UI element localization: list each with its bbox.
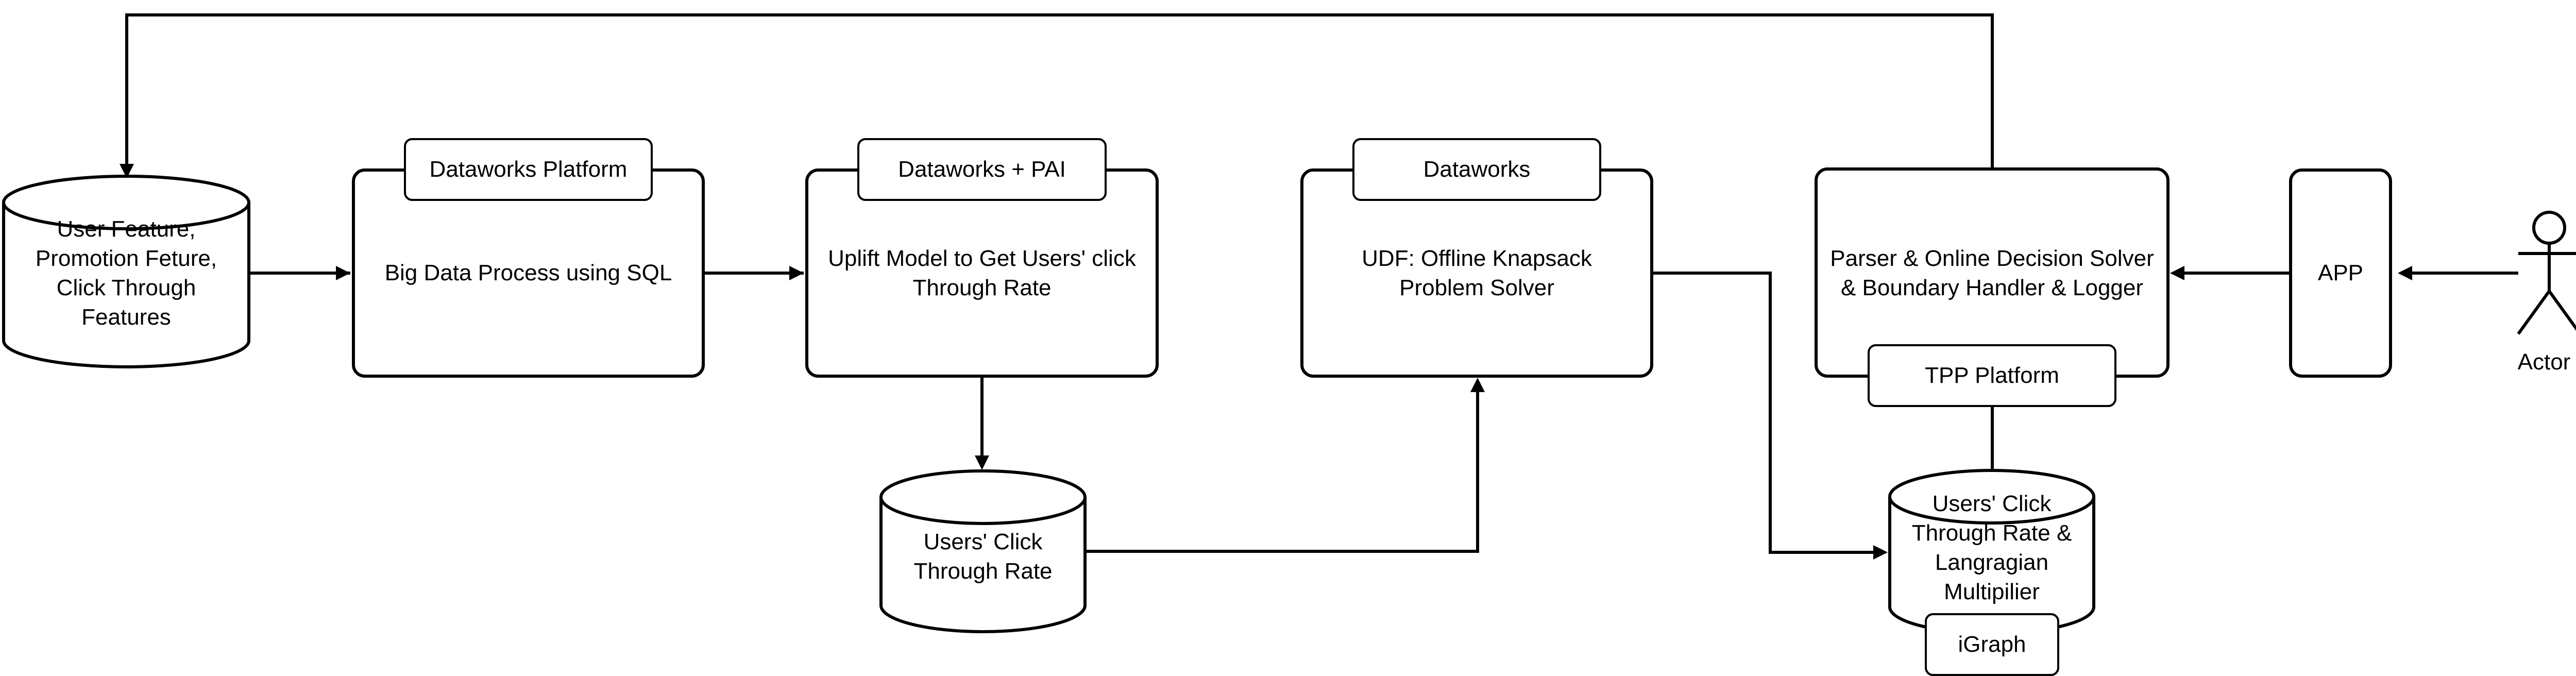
edge-knapsack-to-ctr-multiplier-db bbox=[1652, 272, 1885, 554]
actor-label: Actor bbox=[2517, 349, 2571, 375]
igraph-tag bbox=[1925, 613, 2059, 676]
edge-feedback-loop bbox=[124, 13, 1994, 178]
ctr-database bbox=[879, 469, 1087, 633]
actor-figure bbox=[2517, 211, 2576, 335]
tpp-platform-tag bbox=[1868, 344, 2116, 407]
user-features-database bbox=[2, 175, 250, 368]
app-box bbox=[2289, 168, 2392, 378]
uplift-model-label: Uplift Model to Get Users' click Through… bbox=[828, 245, 1136, 300]
knapsack-solver-label: UDF: Offline Knapsack Problem Solver bbox=[1362, 245, 1592, 300]
dataworks-label: Dataworks bbox=[1423, 157, 1531, 182]
dataworks-tag bbox=[1352, 138, 1601, 201]
dataworks-platform-label: Dataworks Platform bbox=[429, 157, 628, 182]
dataworks-platform-tag bbox=[404, 138, 653, 201]
ctr-multiplier-database bbox=[1888, 469, 2095, 635]
decision-solver-label: Parser & Online Decision Solver & Bounda… bbox=[1830, 245, 2154, 300]
dataworks-pai-label: Dataworks + PAI bbox=[898, 157, 1066, 182]
igraph-label: iGraph bbox=[1958, 632, 2026, 657]
user-features-label: User Feature, Promotion Feture, Click Th… bbox=[35, 216, 217, 330]
ctr-db-label: Users' Click Through Rate bbox=[913, 529, 1053, 584]
dataworks-pai-tag bbox=[857, 138, 1107, 201]
tpp-platform-label: TPP Platform bbox=[1925, 363, 2059, 388]
ctr-multiplier-label: Users' Click Through Rate & Langragian M… bbox=[1911, 491, 2072, 605]
app-label: APP bbox=[2317, 260, 2364, 286]
edge-ctr-db-to-knapsack bbox=[1086, 381, 1479, 553]
big-data-process-label: Big Data Process using SQL bbox=[384, 260, 672, 286]
